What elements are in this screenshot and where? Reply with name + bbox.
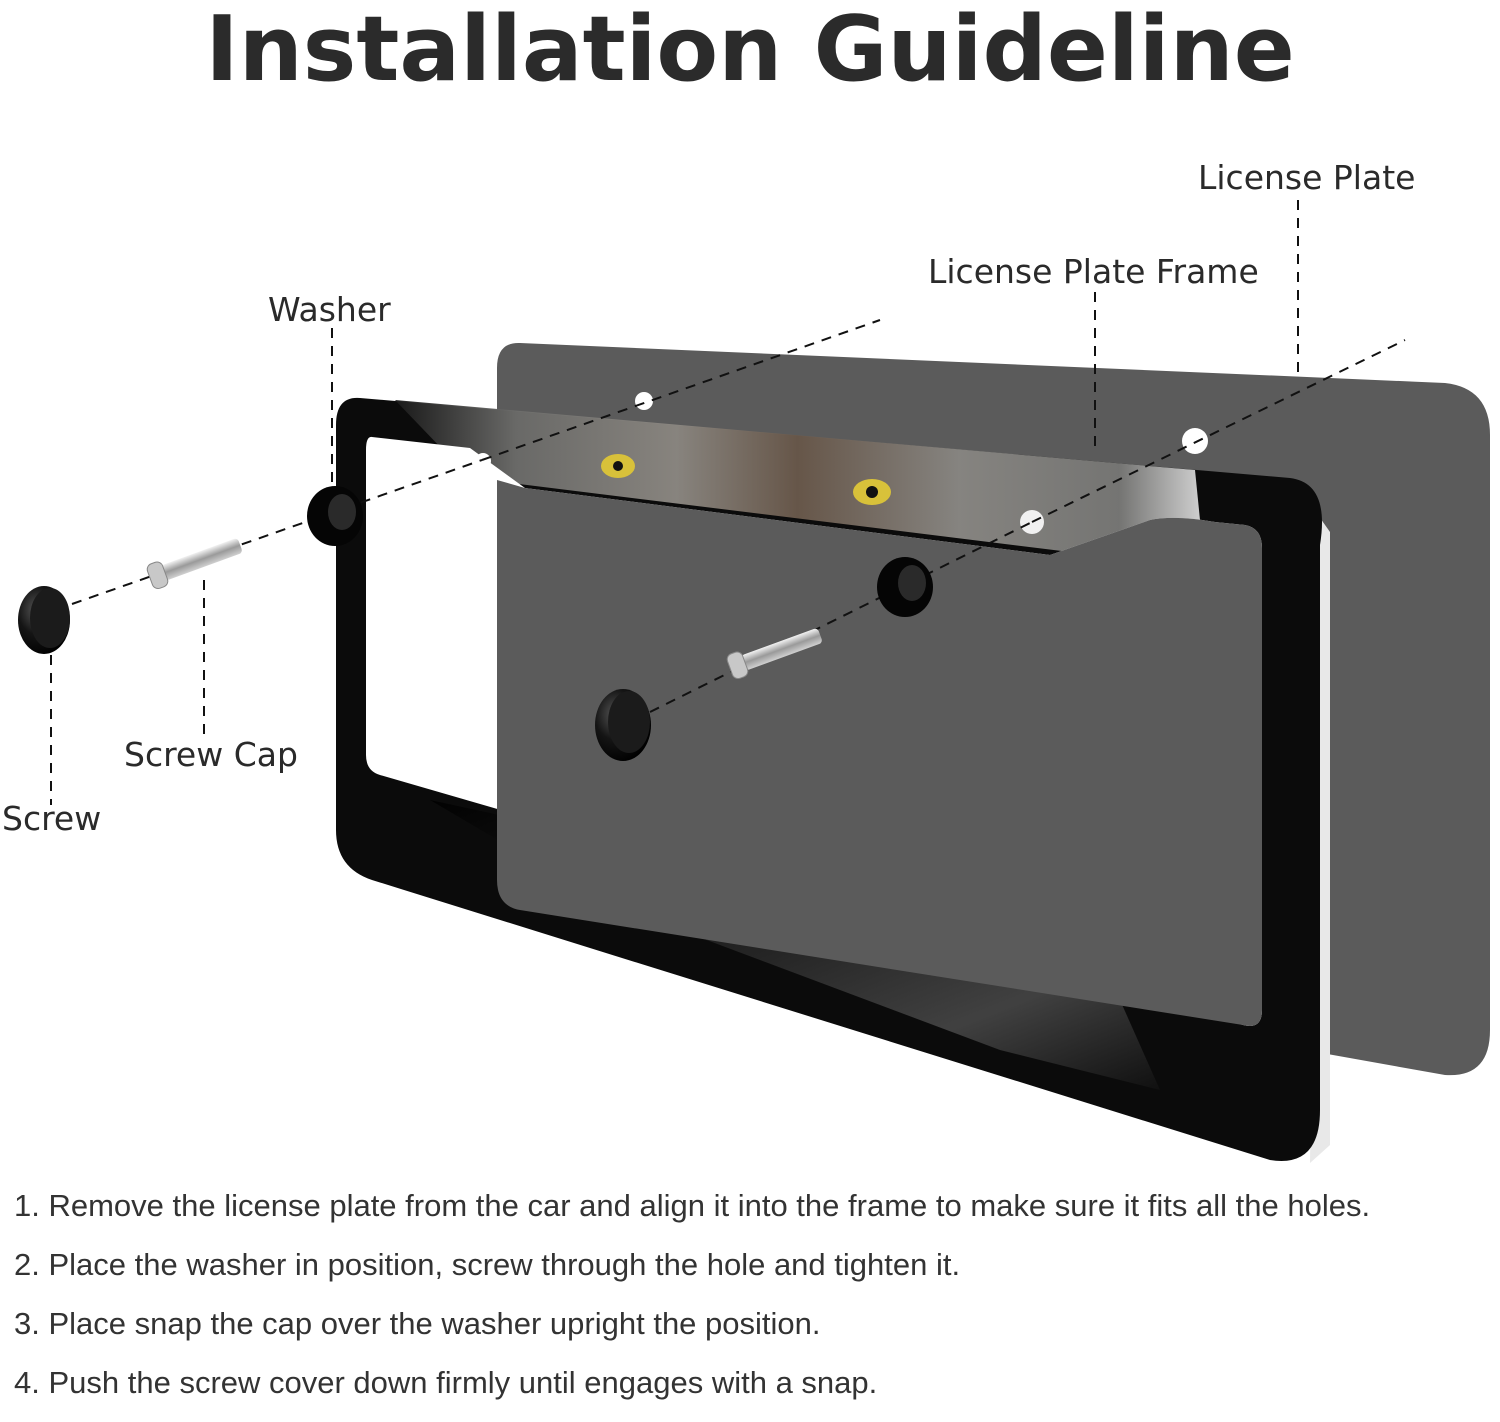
- screw-left: [146, 538, 242, 590]
- screw-right: [726, 628, 822, 680]
- license-plate-frame: [336, 397, 1330, 1163]
- washer-label: Washer: [268, 290, 391, 329]
- washer-left: [307, 486, 363, 546]
- frame-hole-left: [475, 453, 491, 469]
- screw-cap-right: [595, 689, 651, 761]
- step-item: 3. Place snap the cap over the washer up…: [14, 1306, 821, 1341]
- instruction-steps: 1. Remove the license plate from the car…: [14, 1186, 1494, 1422]
- plate-hole-right: [1182, 428, 1208, 454]
- leader-lines: [50, 200, 1406, 805]
- screw-cap-left: [18, 586, 70, 654]
- step-item: 4. Push the screw cover down firmly unti…: [14, 1365, 878, 1400]
- plate-hole-left: [635, 392, 653, 410]
- license-plate-frame-label: License Plate Frame: [928, 252, 1259, 291]
- license-plate-label: License Plate: [1198, 158, 1416, 197]
- page-title: Installation Guideline: [205, 0, 1295, 102]
- step-item: 2. Place the washer in position, screw t…: [14, 1247, 961, 1282]
- step-item: 1. Remove the license plate from the car…: [14, 1188, 1371, 1223]
- screw-label: Screw: [2, 799, 102, 838]
- washer-right: [877, 557, 933, 617]
- screw-cap-label: Screw Cap: [124, 735, 298, 774]
